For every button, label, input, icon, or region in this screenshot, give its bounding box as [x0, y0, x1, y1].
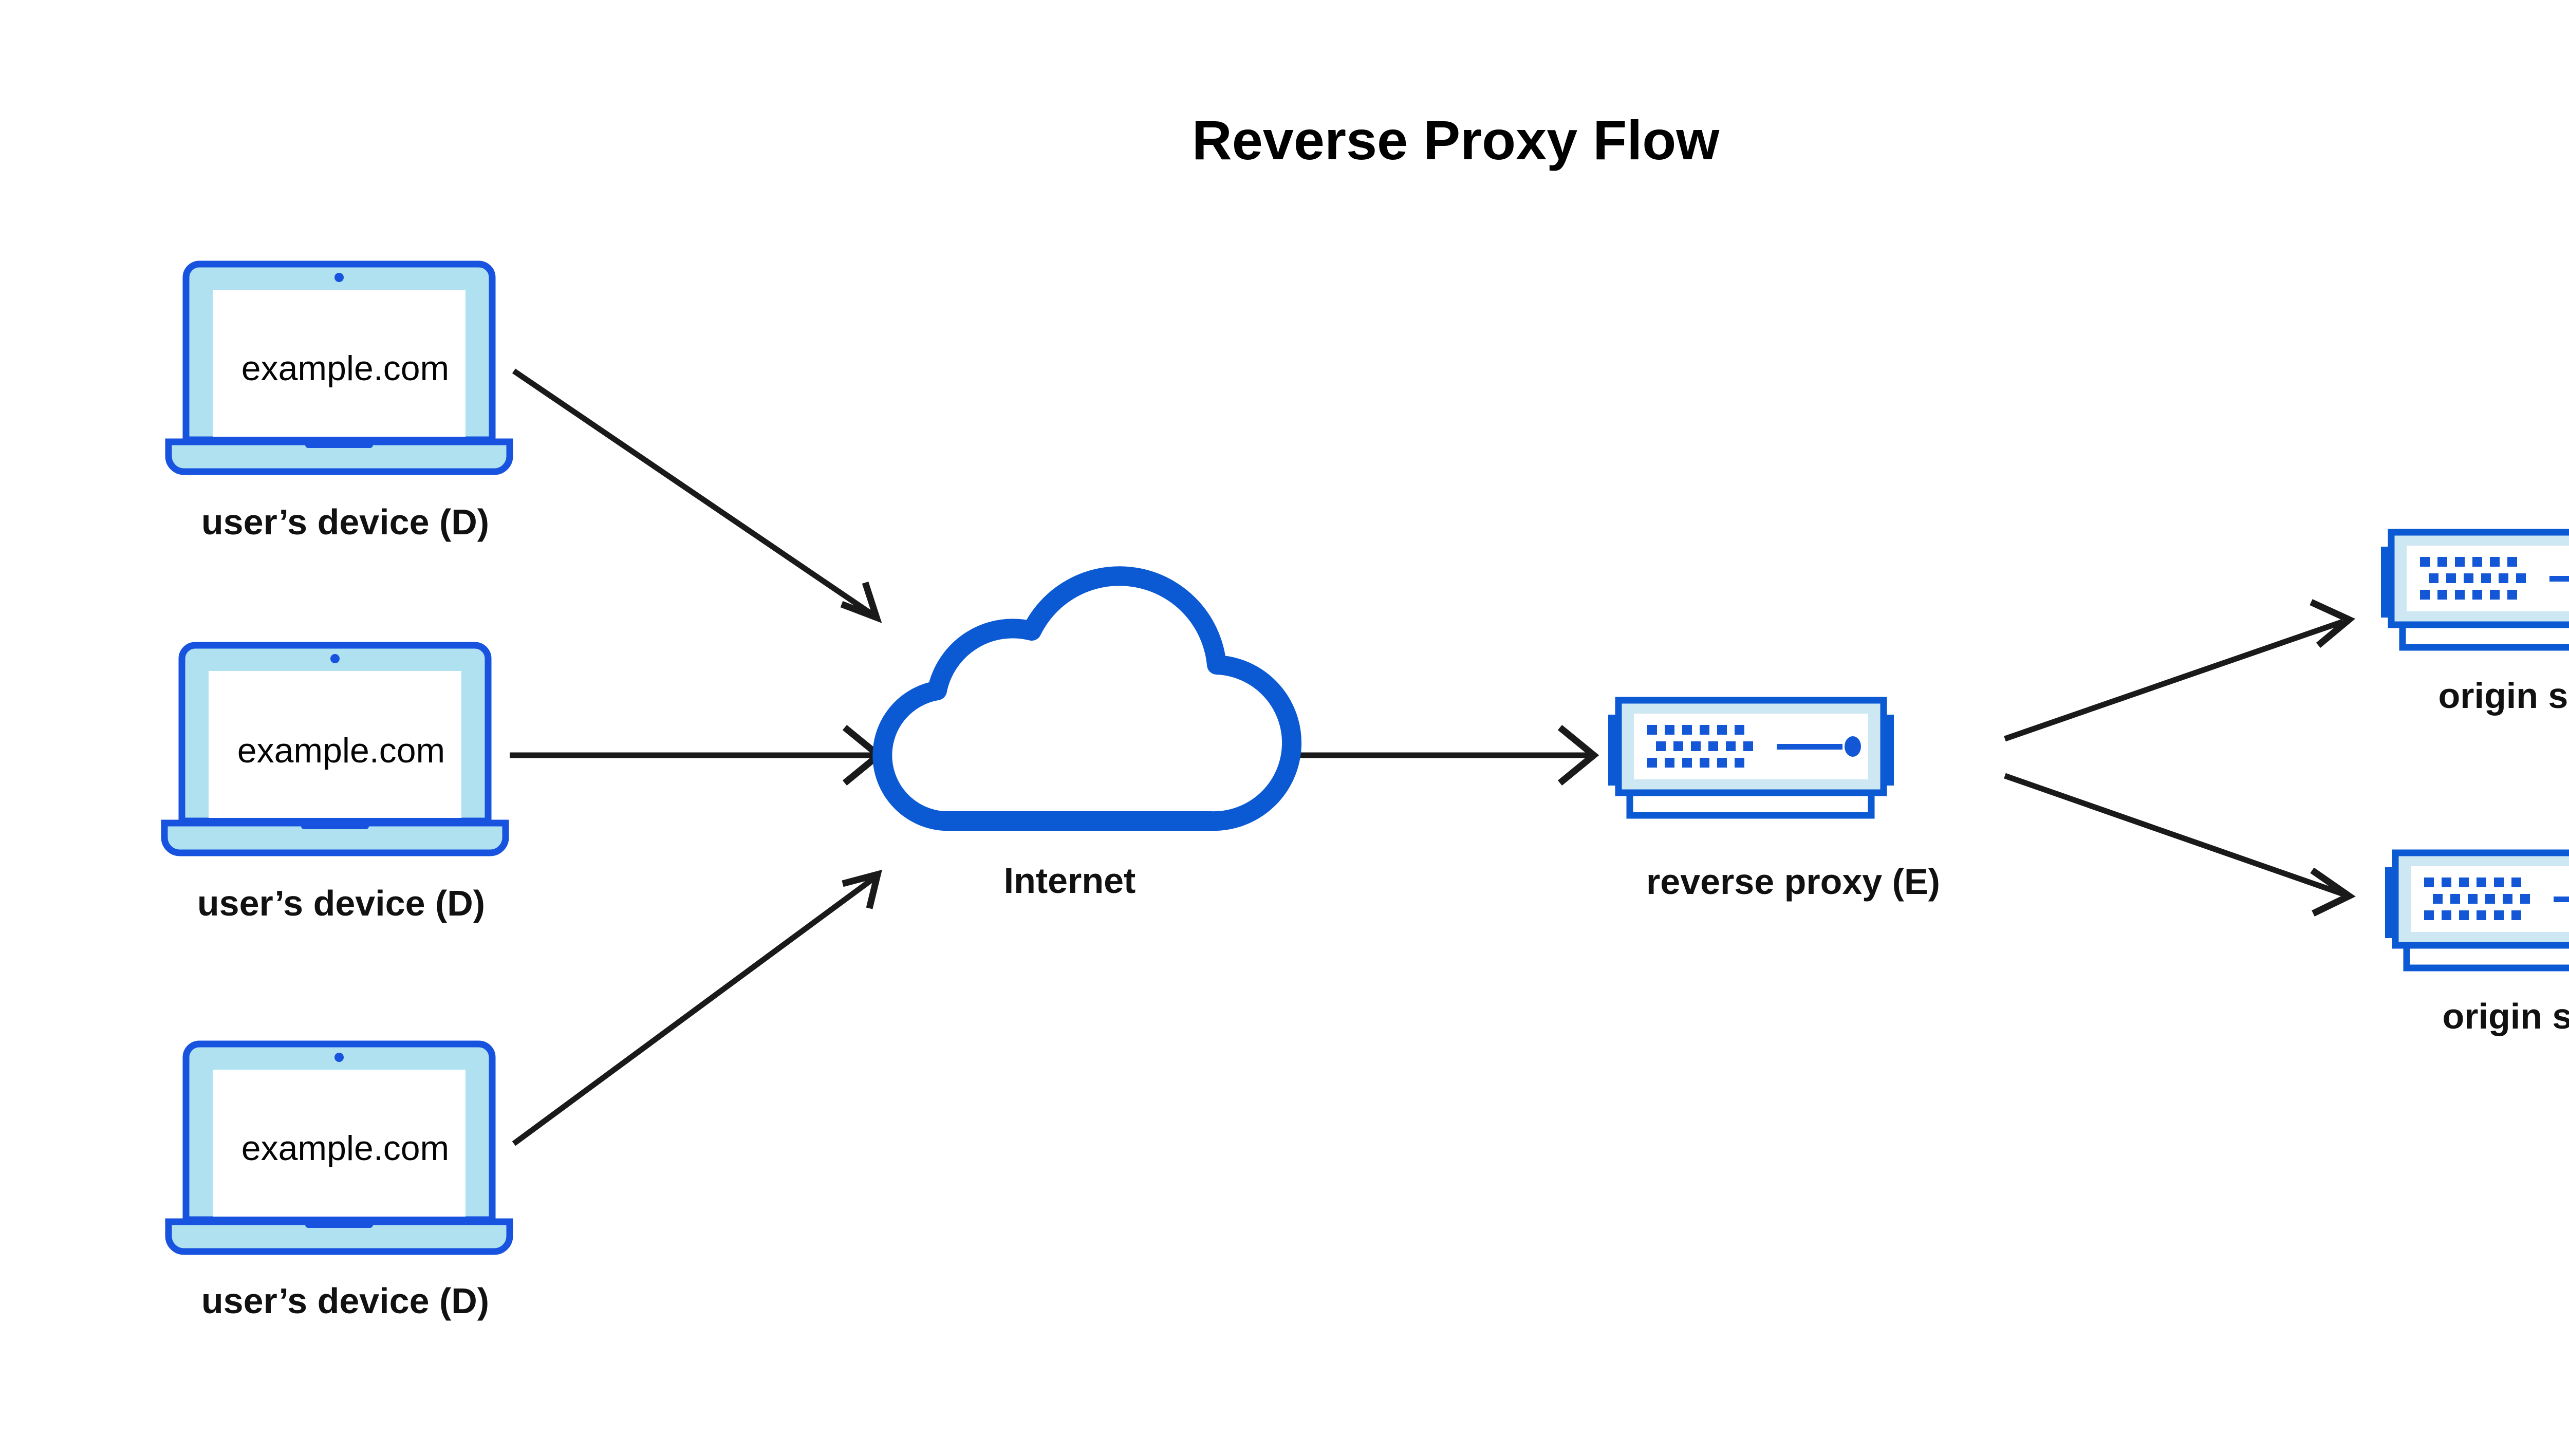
server-icon — [2385, 853, 2569, 968]
server-icon — [2381, 532, 2569, 647]
arrow-right-icon — [2310, 867, 2356, 917]
arrow-line — [512, 876, 876, 1146]
server-icon — [1608, 700, 1894, 815]
origin-label: origin server (F) — [2443, 996, 2569, 1036]
arrow-line — [2004, 773, 2344, 897]
node-reverse-proxy[interactable]: reverse proxy (E) — [1608, 700, 1940, 902]
arrow-right-icon — [1557, 724, 1599, 786]
device-screen-text: example.com — [237, 731, 445, 770]
device-label: user’s device (D) — [201, 502, 489, 542]
arrow-right-icon — [842, 869, 882, 909]
edge-proxy-to-origin-top — [2004, 599, 2356, 742]
node-device-bottom[interactable]: example.com user’s device (D) — [169, 1044, 510, 1321]
page-title: Reverse Proxy Flow — [1192, 109, 1720, 171]
node-device-middle[interactable]: example.com user’s device (D) — [164, 645, 506, 923]
arrow-line — [2004, 619, 2344, 742]
proxy-label: reverse proxy (E) — [1646, 862, 1940, 902]
device-label: user’s device (D) — [201, 1281, 489, 1321]
edge-device-middle-to-cloud — [510, 724, 884, 786]
edge-proxy-to-origin-bottom — [2004, 773, 2356, 917]
node-internet-cloud[interactable]: Internet — [872, 566, 1302, 901]
node-origin-top[interactable]: origin server (F) — [2381, 532, 2569, 716]
arrow-right-icon — [2310, 599, 2356, 648]
node-origin-bottom[interactable]: origin server (F) — [2385, 853, 2569, 1036]
cloud-label: Internet — [1004, 861, 1136, 901]
arrow-line — [512, 368, 874, 617]
node-device-top[interactable]: example.com user’s device (D) — [169, 264, 510, 542]
edge-device-bottom-to-cloud — [512, 869, 882, 1146]
device-label: user’s device (D) — [197, 883, 485, 923]
arrow-right-icon — [840, 581, 882, 623]
edge-device-top-to-cloud — [512, 368, 882, 623]
device-screen-text: example.com — [241, 349, 449, 388]
cloud-icon — [872, 566, 1302, 831]
device-screen-text: example.com — [241, 1129, 449, 1168]
origin-label: origin server (F) — [2438, 676, 2569, 716]
